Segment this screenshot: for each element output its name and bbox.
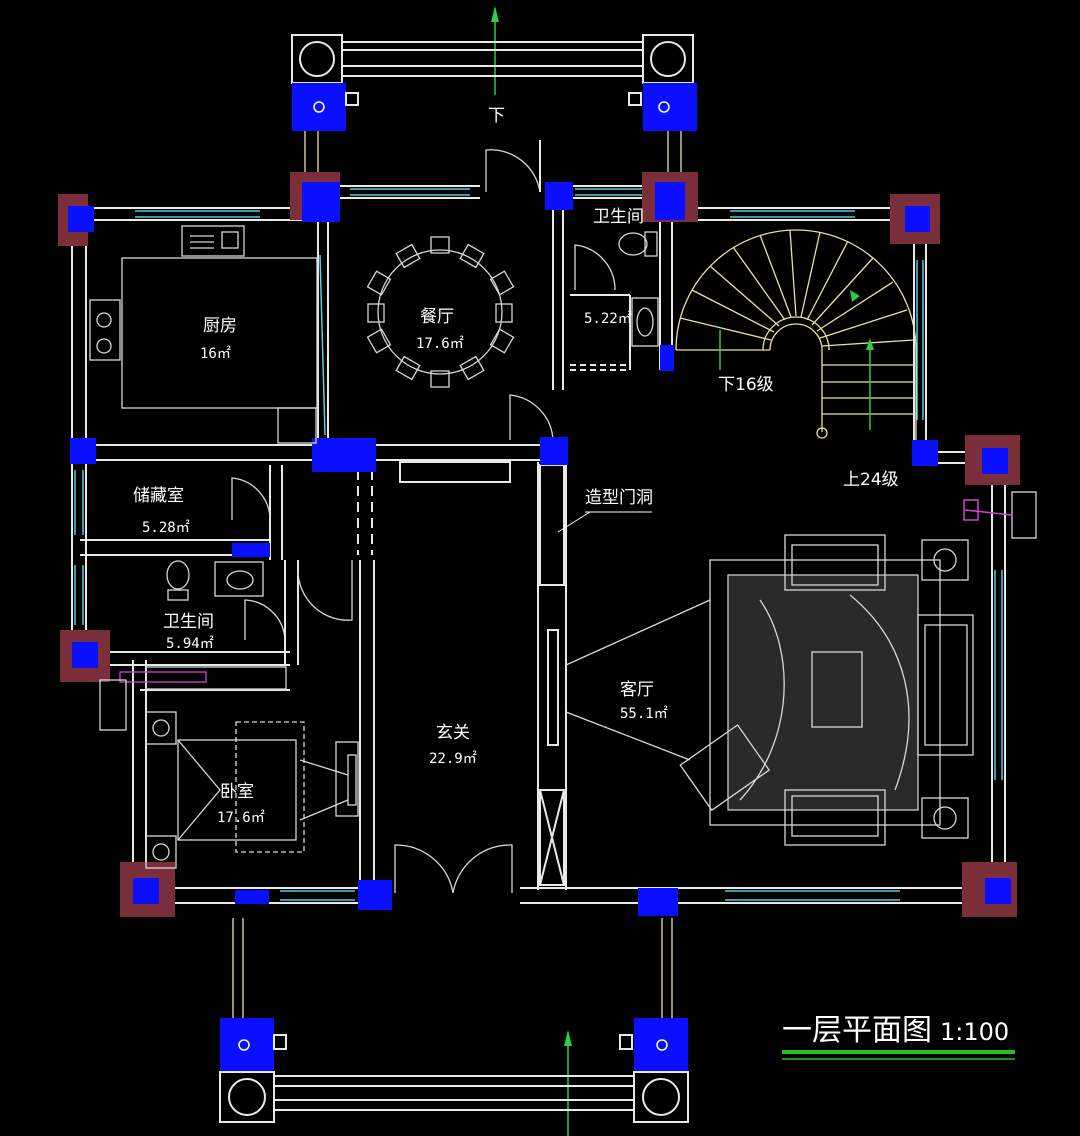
storage-label: 储藏室 (133, 486, 184, 506)
top-bath-fixtures (618, 231, 659, 347)
bath-left-area: 5.94㎡ (166, 636, 214, 652)
living-area: 55.1㎡ (620, 706, 668, 722)
spiral-stair (675, 229, 917, 440)
bedroom-furniture (145, 711, 359, 869)
top-porch (291, 34, 697, 172)
arch-label: 造型门洞 (585, 488, 653, 508)
entry-down-label: 下 (488, 106, 505, 126)
living-room-furniture (565, 491, 1037, 846)
bottom-porch (219, 918, 689, 1123)
dining-table (366, 236, 515, 388)
dining-area: 17.6㎡ (416, 336, 464, 352)
kitchen-area: 16㎡ (200, 346, 231, 362)
stair-up-label: 上24级 (843, 470, 899, 490)
north-arrow-bottom (564, 1030, 572, 1136)
drawing-scale: 1:100 (940, 1018, 1009, 1046)
kitchen-label: 厨房 (203, 316, 237, 336)
north-arrow-top (491, 6, 499, 95)
kitchen-fixtures (89, 225, 318, 444)
bath-top-label: 卫生间 (593, 207, 644, 227)
bedroom-area: 17.6㎡ (217, 810, 265, 826)
bath-left-label: 卫生间 (163, 612, 214, 632)
interior-walls (80, 195, 673, 894)
storage-area: 5.28㎡ (142, 520, 190, 536)
arch-leader-line (557, 511, 591, 533)
drawing-title: 一层平面图 (782, 1013, 932, 1048)
bedroom-label: 卧室 (220, 782, 254, 802)
foyer-area: 22.9㎡ (429, 751, 477, 767)
foyer-label: 玄关 (436, 723, 470, 743)
stair-down-label: 下16级 (718, 375, 774, 395)
left-bath-fixtures (99, 560, 287, 731)
living-label: 客厅 (620, 680, 654, 700)
dining-label: 餐厅 (420, 307, 454, 327)
columns (58, 172, 1020, 917)
bath-top-area: 5.22㎡ (584, 311, 632, 327)
